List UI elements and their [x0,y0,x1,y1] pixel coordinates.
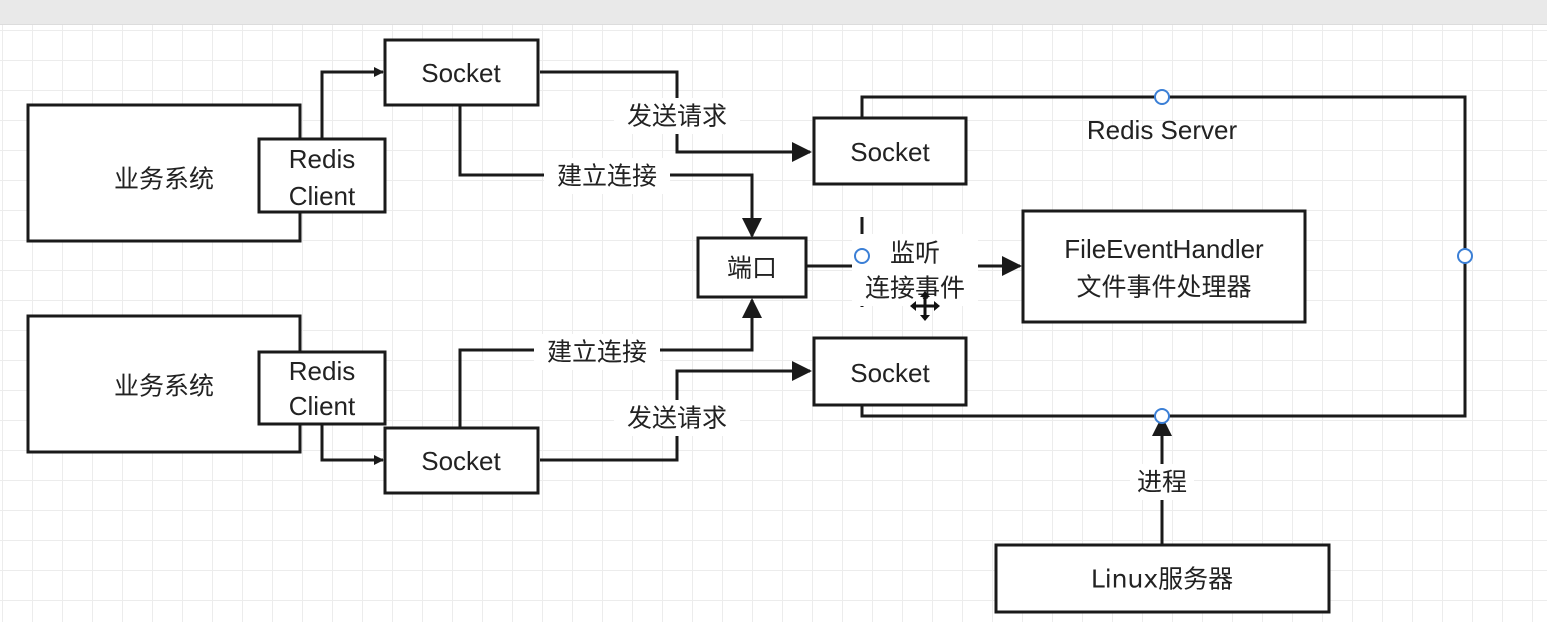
redis-client-bottom-line1: Redis [289,356,355,386]
label-listen: 监听 连接事件 [852,234,978,306]
redis-client-top[interactable]: Redis Client [257,137,387,214]
file-event-handler-line2: 文件事件处理器 [1076,273,1251,302]
file-event-handler-line1: FileEventHandler [1064,234,1264,264]
label-connect-bottom-text: 建立连接 [547,338,647,367]
redis-client-bottom[interactable]: Redis Client [257,350,387,426]
label-listen-line1: 监听 [890,239,940,268]
socket-client-top-label: Socket [421,58,501,88]
linux-server[interactable]: Linux服务器 [994,543,1331,614]
linux-server-box [994,543,1331,614]
move-cursor-icon [910,291,940,321]
port-box [696,236,808,299]
socket-client-bottom-box [383,426,540,495]
redis-client-bottom-line2: Client [289,391,356,421]
redis-server-title: Redis Server [1087,115,1238,145]
arrow-client-to-socket-top [320,67,384,139]
arrow-client-to-socket-bottom [320,424,384,465]
label-connect-top-text: 建立连接 [557,162,657,191]
business-system-bottom-box [26,314,302,454]
label-process: 进程 [1130,464,1194,500]
label-send-request-top: 发送请求 [614,98,740,134]
label-connect-bottom: 建立连接 [534,334,660,370]
redis-client-bottom-box [257,350,387,426]
label-send-request-bottom: 发送请求 [614,400,740,436]
socket-client-top-box [383,38,540,107]
linux-server-label: Linux服务器 [1091,565,1233,594]
socket-client-bottom[interactable]: Socket [383,426,540,495]
redis-client-top-line1: Redis [289,144,355,174]
business-system-bottom-label: 业务系统 [114,372,214,401]
business-system-top-label: 业务系统 [114,165,214,194]
business-system-bottom[interactable]: 业务系统 [26,314,302,454]
label-connect-top: 建立连接 [544,158,670,194]
socket-server-top-box [812,116,968,186]
connection-point-right[interactable] [1457,248,1473,264]
label-process-text: 进程 [1137,468,1187,497]
file-event-handler-box [1021,209,1307,324]
label-send-request-top-text: 发送请求 [627,102,727,131]
socket-client-top[interactable]: Socket [383,38,540,107]
port-label: 端口 [727,254,777,283]
redis-client-top-line2: Client [289,181,356,211]
file-event-handler[interactable]: FileEventHandler 文件事件处理器 [1021,209,1307,324]
socket-server-top-label: Socket [850,137,930,167]
business-system-top-box [26,103,302,243]
socket-server-bottom-label: Socket [850,358,930,388]
connection-point-top[interactable] [1154,89,1170,105]
socket-server-bottom-box [812,336,968,407]
toolbar-strip [0,0,1547,25]
connection-point-bottom[interactable] [1154,408,1170,424]
socket-server-top[interactable]: Socket [812,116,968,186]
label-send-request-bottom-text: 发送请求 [627,404,727,433]
redis-client-top-box [257,137,387,214]
socket-client-bottom-label: Socket [421,446,501,476]
socket-server-bottom[interactable]: Socket [812,336,968,407]
business-system-top[interactable]: 业务系统 [26,103,302,243]
port[interactable]: 端口 [696,236,808,299]
connection-point-left[interactable] [854,248,870,264]
label-listen-line2: 连接事件 [865,274,965,303]
